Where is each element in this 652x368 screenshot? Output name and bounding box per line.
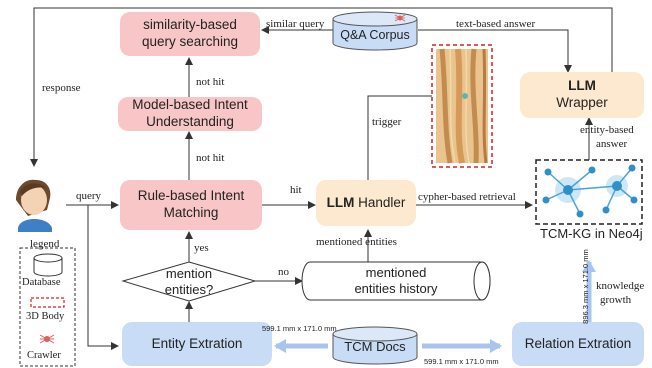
trigger-edge (367, 92, 441, 180)
legend-body-icon (30, 297, 65, 308)
dimension-caption-2: 599.1 mm x 171.0 mm (424, 357, 499, 366)
tcm-docs-label: TCM Docs (333, 336, 417, 358)
kg-graph (535, 159, 643, 225)
query-label: query (76, 190, 102, 202)
legend-body-label: 3D Body (26, 311, 65, 322)
mention-line1: mention (165, 265, 213, 281)
similarity-line2: query searching (141, 34, 239, 49)
history-line2: entities history (354, 281, 438, 296)
dimension-caption-1: 599.1 mm x 171.0 mm (262, 324, 337, 333)
dimension-caption-3: 896.3 mm x 171.0 mm (580, 249, 590, 324)
legend-crawler-icon (39, 334, 55, 344)
no-label: no (278, 266, 289, 278)
cypher-label: cypher-based retrieval (418, 191, 516, 203)
llm-handler-rest: Handler (354, 194, 406, 210)
llm-handler-bold: LLM (326, 194, 355, 210)
qa-corpus-label: Q&A Corpus (333, 26, 417, 46)
query-to-extraction-edge (87, 205, 119, 350)
user-avatar (16, 179, 52, 232)
rule-intent-line1: Rule-based Intent (137, 188, 245, 204)
similar-query-label: similar query (266, 18, 325, 30)
entity-extraction-box: Entity Extration (122, 322, 272, 366)
legend-database-label: Database (22, 277, 61, 288)
legend-crawler-label: Crawler (27, 350, 61, 361)
legend-database-icon (33, 253, 63, 277)
rule-intent-line2: Matching (163, 205, 219, 220)
text-answer-label: text-based answer (456, 18, 536, 30)
model-intent-line2: Understanding (146, 114, 234, 129)
response-label: response (42, 82, 81, 94)
decision-diamond (121, 261, 257, 302)
entity-answer-label-1: entity-based (580, 124, 634, 136)
response-edge (30, 7, 613, 167)
relation-extraction-label: Relation Extration (524, 335, 632, 351)
mention-line2: entities? (164, 282, 214, 297)
model-intent-line1: Model-based Intent (132, 97, 248, 113)
yes-label: yes (194, 242, 209, 254)
not-hit-label-1: not hit (196, 76, 225, 88)
not-hit-label-2: not hit (196, 152, 225, 164)
knowledge-label: knowledge (596, 280, 645, 292)
3d-body-image (431, 44, 493, 168)
entity-extraction-label: Entity Extration (151, 335, 243, 351)
crawler-icon-qa (394, 14, 406, 22)
llm-wrapper-bold: LLM (568, 78, 596, 94)
growth-label: growth (600, 294, 632, 306)
relation-extraction-box: Relation Extration (512, 322, 644, 366)
tcm-docs-text: TCM Docs (344, 338, 406, 354)
hit-label: hit (290, 184, 302, 196)
legend-title: legend (30, 238, 60, 250)
llm-handler-box: LLM Handler (316, 180, 416, 226)
mentioned-entities-label: mentioned entities (316, 236, 397, 248)
tcm-docs-cylinder (332, 326, 418, 365)
trigger-label: trigger (372, 116, 402, 128)
qa-corpus-text: Q&A Corpus (340, 28, 410, 43)
kg-label: TCM-KG in Neo4j (540, 226, 643, 241)
text-answer-edge (418, 29, 572, 73)
entity-answer-label-2: answer (596, 138, 628, 150)
history-line1: mentioned (365, 264, 427, 280)
llm-wrapper-rest: Wrapper (556, 95, 608, 110)
similarity-line1: similarity-based (143, 17, 237, 33)
history-cylinder (301, 261, 491, 301)
legend-box (19, 247, 76, 367)
